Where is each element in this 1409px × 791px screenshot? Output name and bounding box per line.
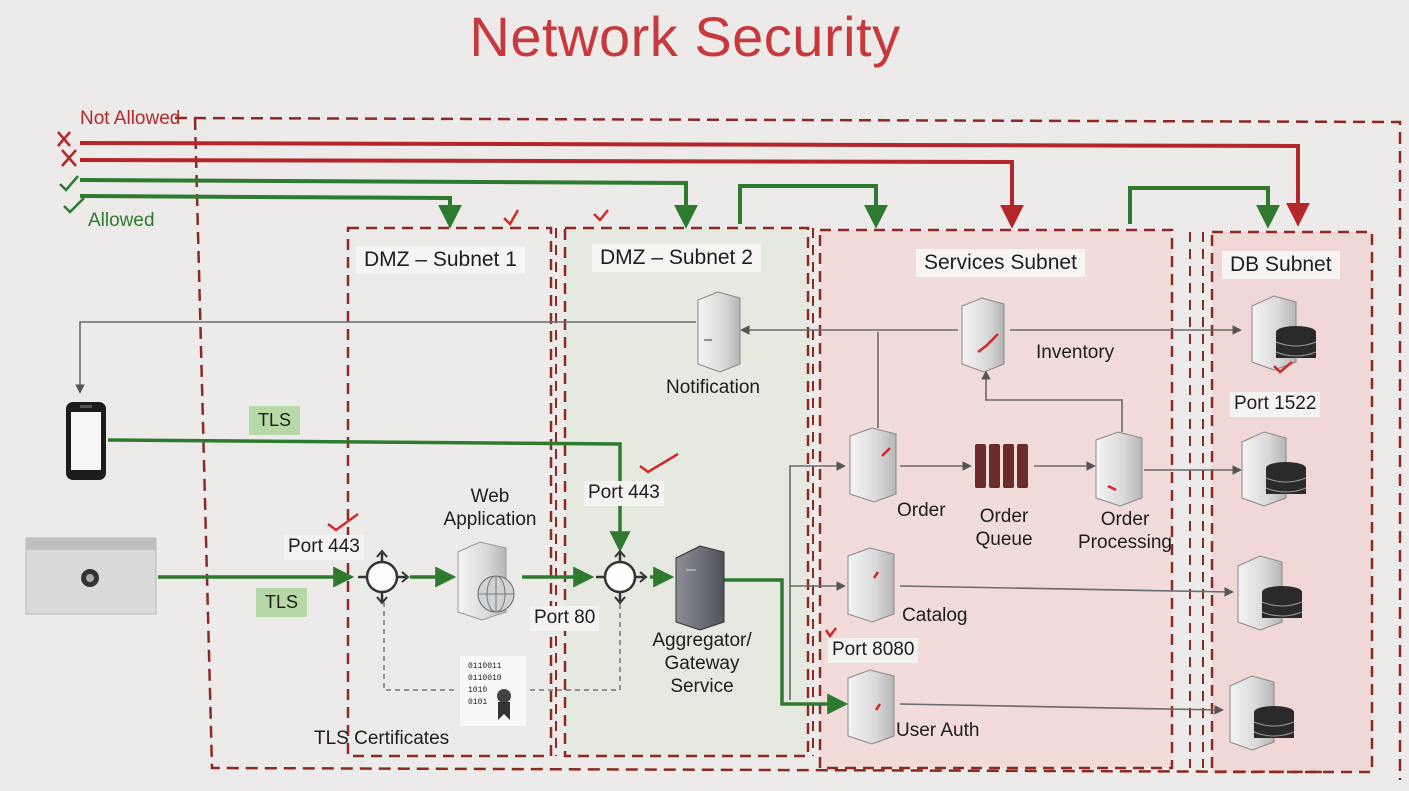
order-queue-label-line1: Order	[979, 506, 1029, 527]
cert-bits-2: 0110010	[468, 674, 502, 683]
aggregator-server-icon	[675, 545, 725, 631]
web-application-label: Web Application	[440, 486, 540, 532]
phone-icon	[66, 402, 106, 480]
port-443-left-label: Port 443	[284, 535, 364, 560]
order-processing-label-line2: Processing	[1078, 531, 1172, 553]
order-label: Order	[897, 500, 946, 521]
tls-flows	[107, 438, 849, 715]
zone-db-title: DB Subnet	[1222, 251, 1340, 279]
message-queue-icon	[975, 444, 1028, 488]
port-8080-label: Port 8080	[828, 638, 919, 663]
internal-connections	[75, 321, 1242, 715]
database-server-icon	[1229, 675, 1295, 751]
user-auth-label: User Auth	[896, 720, 980, 741]
db-border	[1210, 230, 1374, 774]
zone-borders	[346, 226, 1374, 774]
catalog-label: Catalog	[902, 605, 968, 626]
inventory-label: Inventory	[1036, 342, 1115, 363]
database-server-icon	[1241, 431, 1307, 507]
order-processing-label-line1: Order	[1100, 509, 1150, 530]
dmz2-border	[563, 226, 810, 758]
port-1522-label: Port 1522	[1230, 392, 1321, 417]
legend-not-allowed: Not Allowed	[80, 108, 181, 129]
browser-window-icon	[25, 537, 157, 615]
order-processing-label: Order Processing	[1068, 509, 1182, 555]
allowed-paths	[79, 178, 1280, 229]
check-marks	[327, 209, 837, 639]
web-application-label-line2: Application	[443, 508, 537, 530]
catalog-server-icon	[847, 547, 895, 623]
aggregator-label-line3: Service	[670, 675, 734, 697]
zone-dmz1-title: DMZ – Subnet 1	[356, 246, 525, 274]
aggregator-label-line2: Gateway	[664, 652, 740, 674]
cert-bits-1: 0110011	[468, 662, 502, 671]
not-allowed-paths	[79, 141, 1310, 229]
cert-bits-3: 1010	[468, 686, 487, 695]
order-processing-server-icon	[1095, 431, 1143, 507]
legend-marks	[57, 131, 85, 214]
inventory-server-icon	[961, 297, 1005, 373]
certificate-links	[383, 602, 621, 691]
port-443-mid-label: Port 443	[584, 481, 664, 506]
aggregator-label-line1: Aggregator/	[652, 630, 752, 651]
notification-label: Notification	[666, 377, 760, 398]
database-server-icon	[1251, 295, 1317, 374]
dmz1-border	[346, 226, 553, 758]
certificate-icon: 0110011 0110010 1010 0101	[460, 656, 526, 726]
user-auth-server-icon	[847, 669, 895, 745]
zone-dmz2-title: DMZ – Subnet 2	[592, 244, 761, 272]
tls-badge-mobile: TLS	[249, 406, 301, 435]
zone-services-title: Services Subnet	[916, 249, 1085, 277]
order-queue-label: Order Queue	[966, 506, 1042, 552]
web-application-server-icon	[457, 541, 515, 621]
legend-allowed: Allowed	[88, 210, 155, 231]
aggregator-label: Aggregator/ Gateway Service	[640, 630, 764, 698]
database-server-icon	[1237, 555, 1303, 631]
tls-badge-browser: TLS	[256, 588, 308, 617]
web-application-label-line1: Web	[470, 486, 510, 507]
cert-bits-4: 0101	[468, 698, 487, 707]
port-80-label: Port 80	[530, 606, 600, 631]
tls-certificates-label: TLS Certificates	[314, 728, 450, 749]
order-queue-label-line2: Queue	[975, 528, 1033, 550]
page-title: Network Security	[469, 5, 901, 68]
services-border	[818, 228, 1174, 770]
router-icon	[358, 549, 410, 605]
outer-network-boundary	[174, 116, 1402, 780]
router-icon	[596, 549, 648, 605]
zone-inner-borders	[555, 228, 1204, 768]
notification-server-icon	[697, 291, 741, 373]
order-server-icon	[849, 427, 897, 503]
